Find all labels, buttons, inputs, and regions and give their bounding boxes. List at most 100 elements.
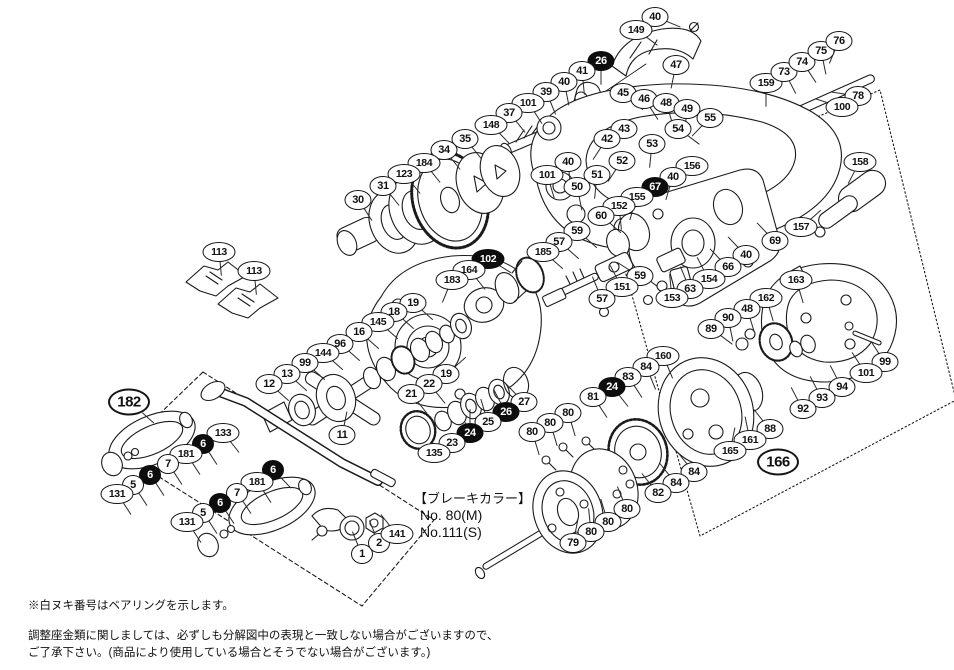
- leader-line-80: [588, 508, 591, 523]
- bearing-footnote: ※白ヌキ番号はベアリングを示します。: [28, 600, 234, 612]
- leader-line-26: [493, 390, 502, 404]
- leader-line-47: [670, 74, 675, 89]
- leader-line-160: [666, 364, 674, 379]
- leader-line-80: [534, 441, 540, 456]
- callout-89: 89: [697, 319, 725, 339]
- leader-line-149: [644, 35, 658, 46]
- leader-line-163: [798, 289, 804, 304]
- callout-158: 158: [843, 152, 877, 172]
- callout-54: 54: [664, 119, 692, 139]
- leader-line-182: [142, 412, 155, 424]
- callout-183: 183: [435, 270, 469, 290]
- leader-line-181: [191, 462, 201, 475]
- clutch-yoke: [304, 371, 382, 426]
- handle-assembly: [101, 380, 396, 558]
- drive-gear-stack: [336, 145, 521, 256]
- leader-line-7: [173, 472, 183, 485]
- leader-line-74: [807, 70, 817, 83]
- leader-line-63: [679, 266, 687, 281]
- brake-collar-note: 【ブレーキカラー】 No. 80(M) No.111(S): [414, 488, 531, 540]
- brake-collar-note-line1: No. 80(M): [420, 507, 483, 523]
- leader-line-184: [430, 170, 441, 183]
- callout-133: 133: [206, 423, 240, 443]
- callout-131: 131: [170, 512, 204, 532]
- leader-line-53: [649, 153, 652, 168]
- callout-52: 52: [608, 151, 636, 171]
- callout-81: 81: [579, 387, 607, 407]
- leader-line-88: [753, 409, 764, 422]
- leader-line-84: [649, 375, 657, 390]
- leader-line-73: [788, 80, 797, 94]
- leader-line-90: [729, 327, 734, 342]
- leader-line-2: [368, 520, 376, 535]
- leader-line-66: [709, 248, 721, 260]
- leader-line-6: [225, 511, 235, 524]
- leader-line-39: [549, 100, 557, 115]
- thumb-bar-lever: [814, 169, 887, 238]
- clutch-spring-chain: [362, 312, 473, 390]
- callout-182: 182: [108, 388, 150, 416]
- callout-69: 69: [761, 231, 789, 251]
- callout-40: 40: [732, 245, 760, 265]
- leader-line-83: [633, 385, 643, 398]
- leader-line-75: [822, 60, 827, 75]
- callout-141: 141: [380, 524, 414, 544]
- leader-line-158: [847, 170, 856, 184]
- leader-line-152: [619, 215, 622, 230]
- leader-line-21: [417, 401, 428, 414]
- leader-line-89: [719, 334, 733, 345]
- leader-line-6: [280, 477, 292, 489]
- leader-line-78: [830, 91, 847, 95]
- callout-7: 7: [226, 483, 248, 503]
- callout-55: 55: [696, 108, 724, 128]
- leader-line-24: [618, 394, 629, 407]
- leader-line-148: [498, 132, 510, 144]
- leader-line-5: [138, 493, 148, 506]
- callout-16: 16: [345, 322, 373, 342]
- leader-line-81: [598, 405, 608, 418]
- leader-line-99: [313, 369, 326, 381]
- callout-35: 35: [451, 129, 479, 149]
- leader-line-131: [122, 502, 132, 515]
- leader-line-113: [254, 280, 257, 295]
- leader-line-183: [441, 288, 449, 303]
- leader-line-40: [665, 186, 671, 201]
- leader-line-41: [582, 80, 585, 95]
- leader-line-82: [641, 473, 652, 486]
- adjustment-shims: [185, 261, 279, 319]
- callout-45: 45: [609, 83, 637, 103]
- washer-footnote-line1: 調整座金類に関しましては、必ずしも分解図中の表現と一致しない場合がございますので…: [28, 630, 499, 642]
- leader-line-92: [790, 387, 799, 401]
- leader-line-151: [609, 265, 618, 279]
- callout-42: 42: [593, 129, 621, 149]
- callout-149: 149: [619, 20, 653, 40]
- leader-line-144: [331, 359, 344, 371]
- leader-line-80: [616, 486, 624, 501]
- callout-6: 6: [139, 465, 161, 485]
- callout-151: 151: [605, 277, 639, 297]
- leader-line-131: [192, 530, 202, 543]
- leader-line-46: [649, 107, 659, 120]
- callout-113: 113: [237, 261, 271, 281]
- callout-93: 93: [808, 388, 836, 408]
- callout-135: 135: [417, 443, 451, 463]
- callout-74: 74: [788, 52, 816, 72]
- callout-94: 94: [828, 377, 856, 397]
- leader-line-79: [574, 519, 579, 534]
- callout-181: 181: [240, 472, 274, 492]
- leader-line-30: [363, 208, 373, 221]
- leader-line-113: [219, 261, 222, 276]
- callout-21: 21: [397, 384, 425, 404]
- leader-line-12: [277, 390, 290, 402]
- leader-line-40: [665, 20, 681, 28]
- footnotes: ※白ヌキ番号はベアリングを示します。 調整座金類に関しましては、必ずしも分解図中…: [28, 598, 498, 662]
- leader-line-16: [367, 338, 380, 350]
- callout-51: 51: [583, 165, 611, 185]
- leader-line-42: [592, 147, 602, 160]
- leader-line-153: [669, 274, 672, 289]
- leader-line-101: [533, 111, 543, 124]
- leader-line-84: [677, 452, 688, 465]
